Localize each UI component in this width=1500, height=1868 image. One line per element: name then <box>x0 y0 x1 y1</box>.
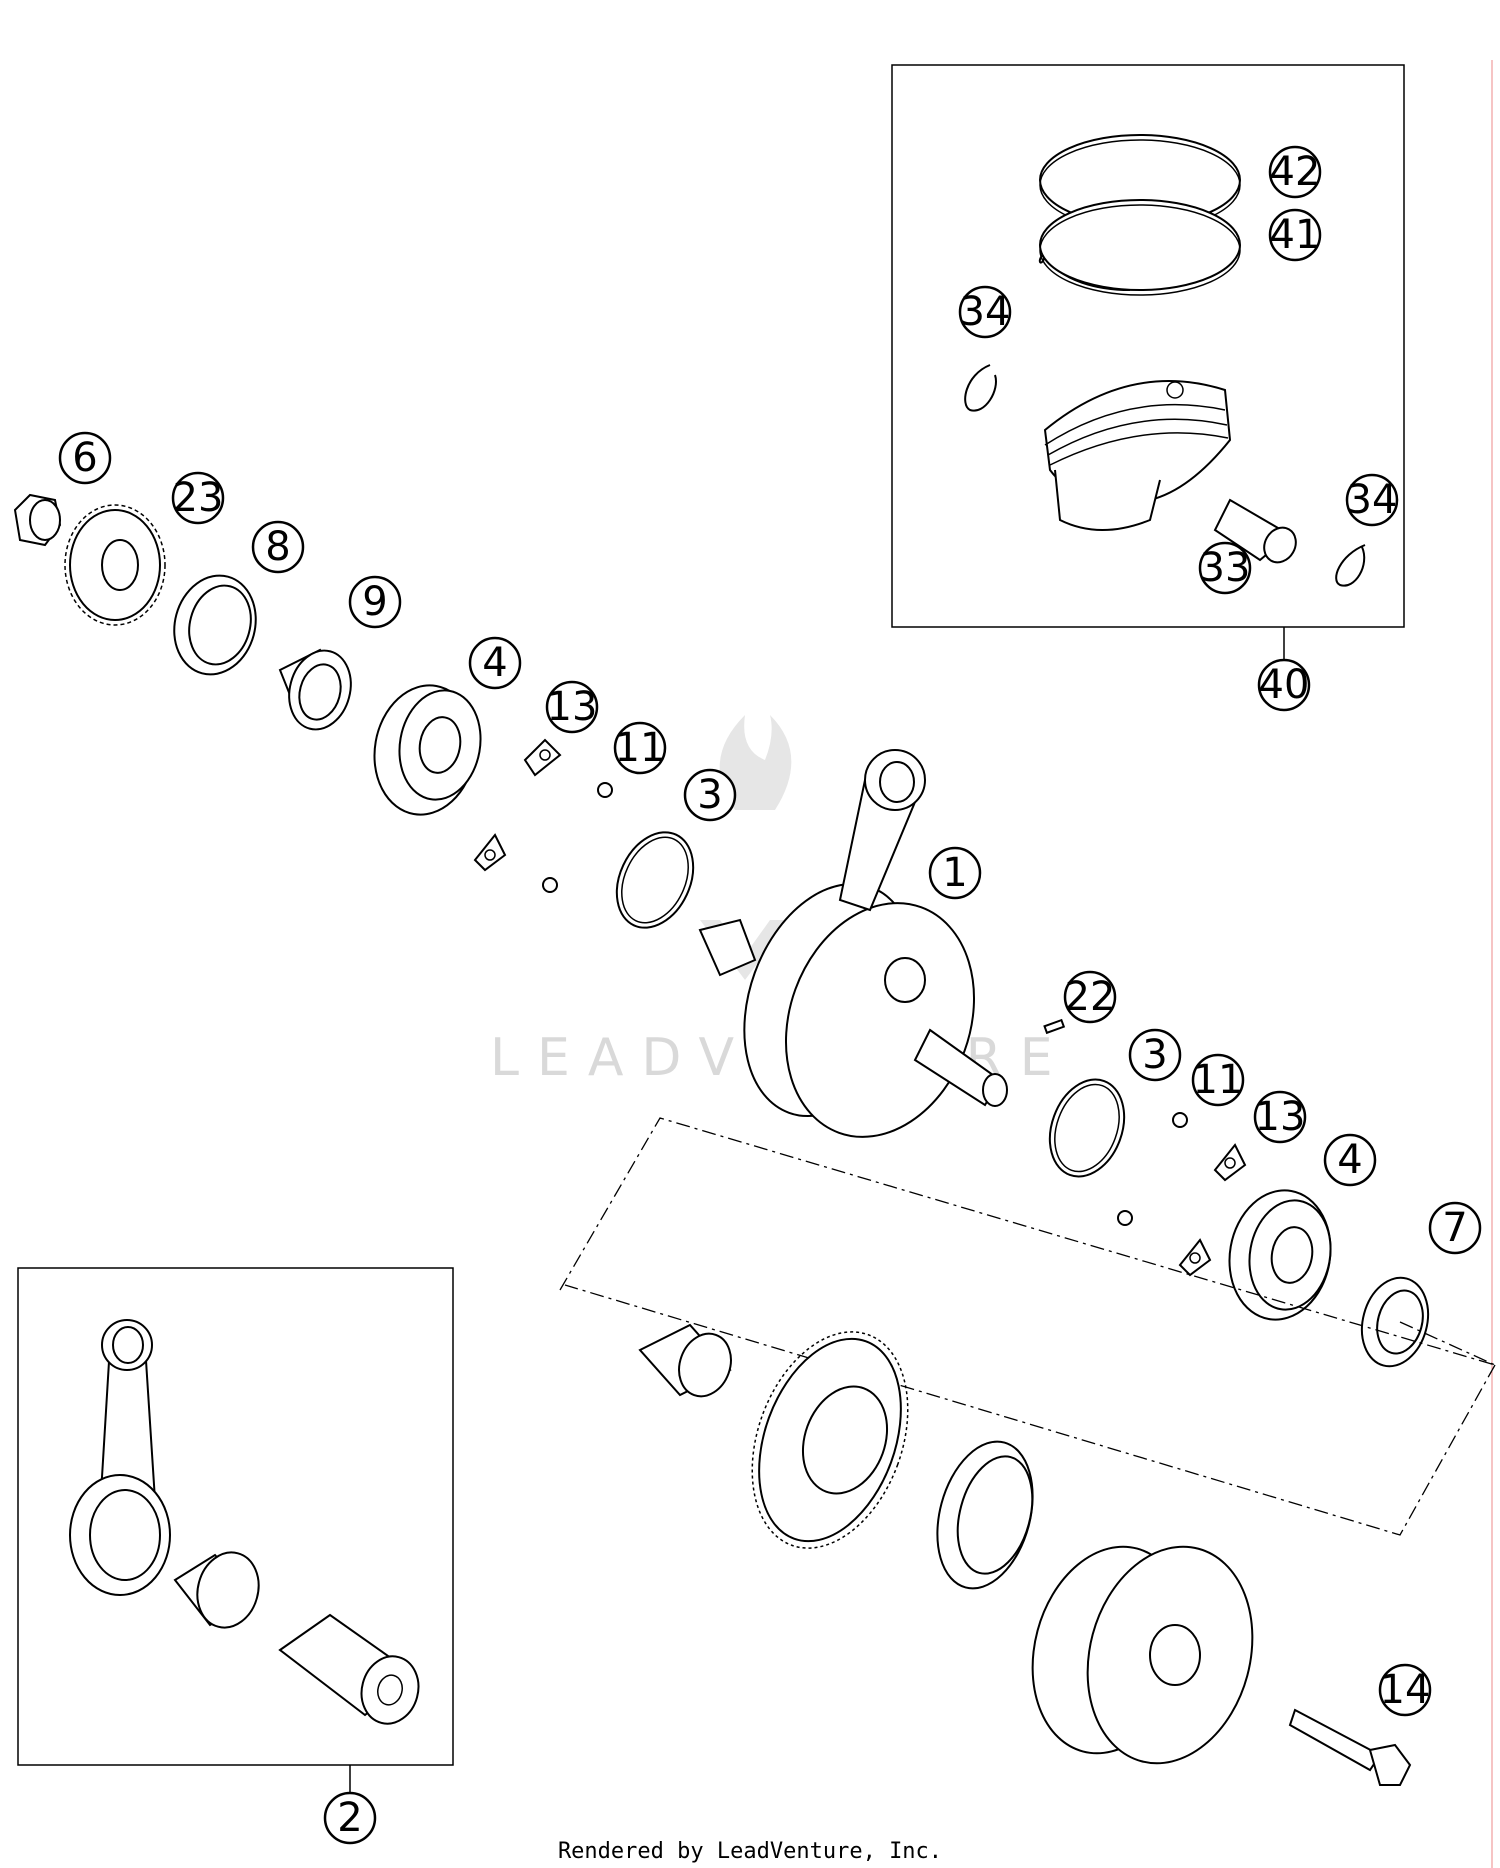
callout-41: 41 <box>1268 208 1322 262</box>
svg-text:8: 8 <box>265 524 290 570</box>
callout-8: 8 <box>251 520 305 574</box>
callout-13-right: 13 <box>1253 1090 1307 1144</box>
callout-42: 42 <box>1268 145 1322 199</box>
svg-text:14: 14 <box>1380 1667 1431 1713</box>
freewheel-cage <box>936 1440 1034 1590</box>
needle-bearing <box>638 1323 732 1398</box>
svg-text:42: 42 <box>1270 149 1321 195</box>
locking-plate-right-lower <box>1178 1238 1212 1277</box>
svg-text:34: 34 <box>960 289 1011 335</box>
footer-credit: Rendered by LeadVenture, Inc. <box>558 1839 942 1864</box>
screw-right-lower <box>1117 1210 1133 1226</box>
svg-text:11: 11 <box>615 725 666 771</box>
starter-gear <box>751 1331 909 1549</box>
svg-text:13: 13 <box>547 684 598 730</box>
svg-text:33: 33 <box>1200 545 1251 591</box>
callout-13-left: 13 <box>545 680 599 734</box>
conrod-kit-frame <box>17 1267 454 1795</box>
locking-plate-right-upper <box>1213 1143 1247 1182</box>
conrod-pin <box>278 1613 420 1725</box>
crank-bush <box>278 648 352 731</box>
svg-text:7: 7 <box>1442 1205 1467 1251</box>
callout-7: 7 <box>1428 1201 1482 1255</box>
conrod-bearing <box>173 1551 260 1629</box>
shaft-seal-ring <box>1360 1276 1430 1368</box>
svg-text:4: 4 <box>482 640 507 686</box>
svg-text:9: 9 <box>362 579 387 625</box>
screw-right-upper <box>1172 1112 1188 1128</box>
primary-gear <box>64 504 166 626</box>
callout-11-left: 11 <box>613 721 667 775</box>
callout-22: 22 <box>1063 970 1117 1024</box>
callout-1: 1 <box>928 846 982 900</box>
svg-text:1: 1 <box>942 850 967 896</box>
piston-pin <box>1213 498 1297 564</box>
rotor-bolt <box>1288 1708 1412 1786</box>
crankshaft-nut <box>13 493 62 547</box>
callout-40: 40 <box>1257 658 1311 712</box>
svg-text:3: 3 <box>1142 1032 1167 1078</box>
callout-34-left: 34 <box>958 285 1012 339</box>
shim-ring-right <box>1048 1078 1126 1178</box>
svg-text:13: 13 <box>1255 1094 1306 1140</box>
svg-text:4: 4 <box>1337 1137 1362 1183</box>
screw-left-upper <box>597 782 613 798</box>
callout-4-left: 4 <box>468 636 522 690</box>
svg-text:11: 11 <box>1193 1057 1244 1103</box>
callout-2: 2 <box>323 1791 377 1845</box>
crankshaft <box>698 749 1008 1138</box>
callout-34-right: 34 <box>1345 473 1399 527</box>
svg-text:40: 40 <box>1259 662 1310 708</box>
callout-23: 23 <box>171 471 225 525</box>
svg-text:2: 2 <box>337 1795 362 1841</box>
connecting-rod <box>69 1319 171 1596</box>
svg-text:41: 41 <box>1270 212 1321 258</box>
callout-4-right: 4 <box>1323 1133 1377 1187</box>
callout-3-left: 3 <box>683 768 737 822</box>
callout-9: 9 <box>348 575 402 629</box>
svg-text:34: 34 <box>1347 477 1398 523</box>
shim-ring-left <box>615 831 695 929</box>
svg-text:3: 3 <box>697 772 722 818</box>
main-bearing-left <box>373 684 482 816</box>
piston-ring-lower <box>1038 199 1241 296</box>
woodruff-key <box>1043 1018 1066 1035</box>
callout-14: 14 <box>1378 1663 1432 1717</box>
main-bearing-right <box>1228 1189 1332 1321</box>
svg-text:23: 23 <box>173 475 224 521</box>
locking-plate-left-upper <box>523 738 562 777</box>
callout-33: 33 <box>1198 541 1252 595</box>
svg-text:6: 6 <box>72 435 97 481</box>
callout-6: 6 <box>58 431 112 485</box>
spacer-ring <box>173 574 257 676</box>
piston-kit-frame <box>891 64 1405 660</box>
piston-pin-circlip-right <box>1335 544 1366 587</box>
piston-pin-circlip-left <box>964 364 997 412</box>
piston <box>1043 380 1232 531</box>
callout-3-right: 3 <box>1128 1028 1182 1082</box>
locking-plate-left-lower <box>473 833 507 872</box>
flywheel-rotor <box>1031 1545 1254 1765</box>
svg-text:22: 22 <box>1065 974 1116 1020</box>
screw-left-lower <box>542 877 558 893</box>
callout-11-right: 11 <box>1191 1053 1245 1107</box>
